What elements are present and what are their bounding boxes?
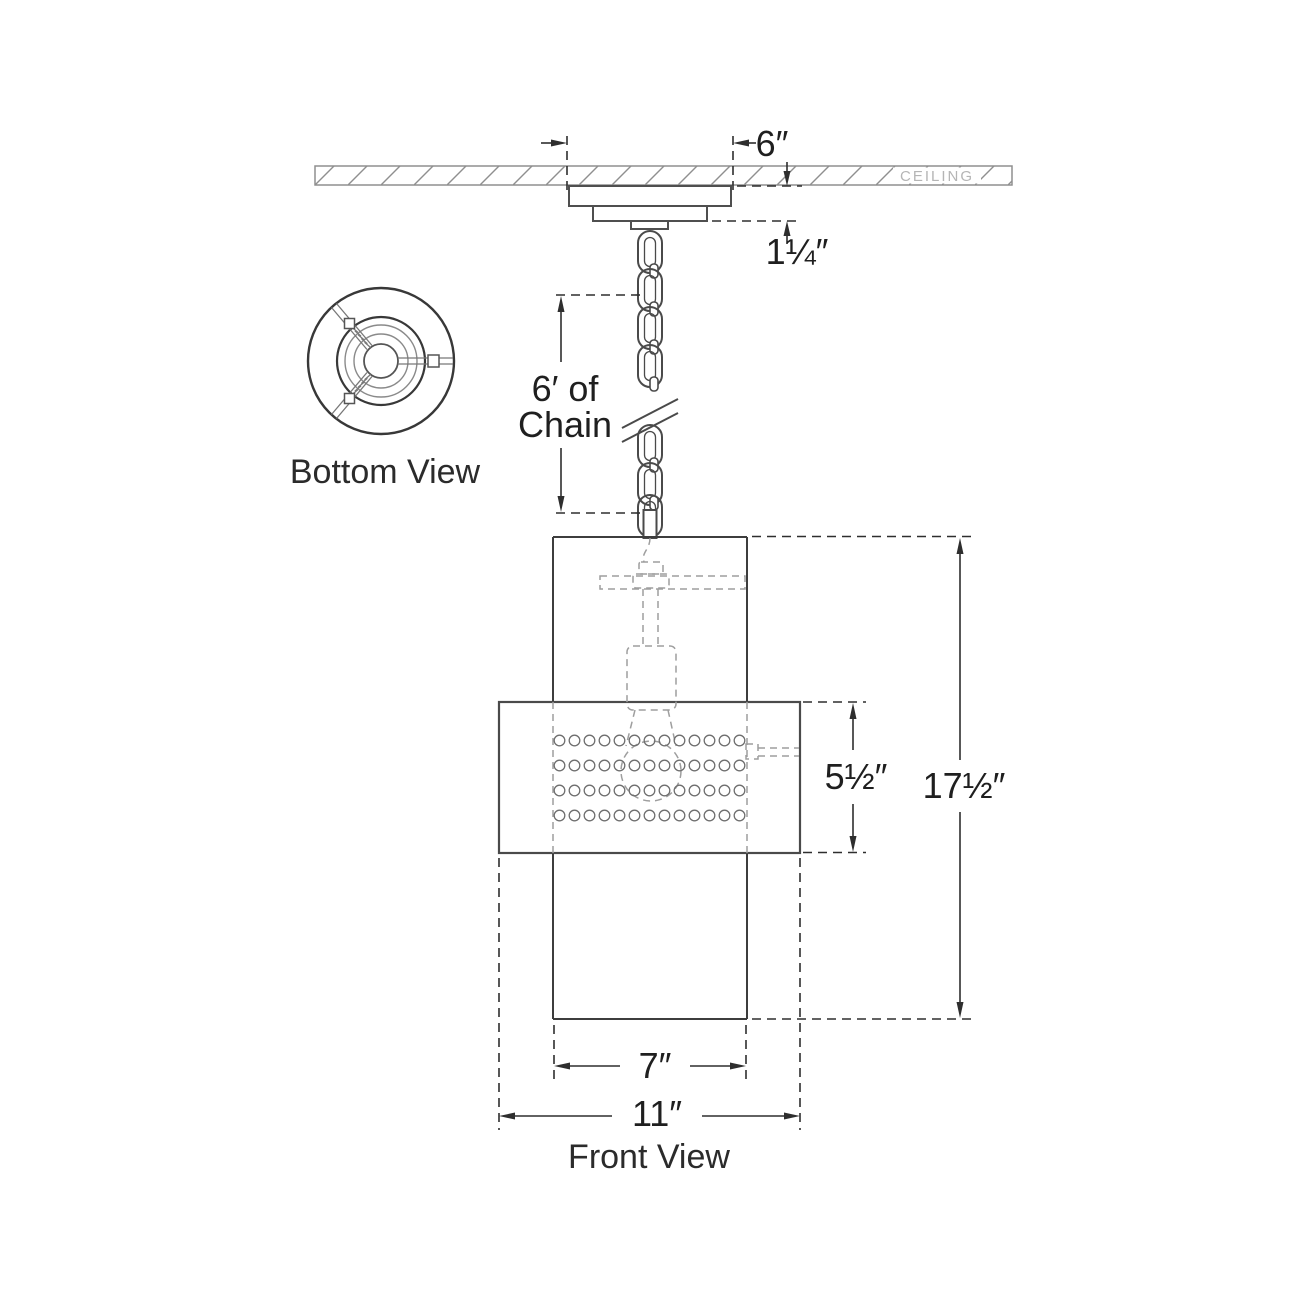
overall-height-label: 17½″ bbox=[923, 765, 1006, 806]
bottom-view-inner-ring-1 bbox=[344, 324, 418, 398]
dimension-chain-length: 6′ of Chain bbox=[518, 294, 646, 514]
hanging-chain bbox=[621, 230, 679, 539]
band-height-label: 5½″ bbox=[825, 756, 888, 797]
bottom-view-center-hub bbox=[363, 343, 399, 379]
dimension-outer-width: 11″ bbox=[498, 858, 801, 1134]
bottom-view-spoke-right bbox=[398, 354, 453, 368]
canopy-width-label: 6″ bbox=[756, 123, 789, 164]
ceiling-section: CEILING bbox=[314, 165, 1013, 186]
bottom-view-band-ring bbox=[335, 315, 427, 407]
canopy-tier bbox=[592, 205, 708, 222]
ceiling-label-gap bbox=[893, 167, 981, 184]
front-view-label: Front View bbox=[568, 1138, 730, 1176]
outer-width-label: 11″ bbox=[632, 1093, 682, 1134]
canopy-collar bbox=[630, 220, 669, 230]
bottom-view-spoke-lower-left bbox=[331, 372, 373, 419]
lamp-socket bbox=[626, 645, 677, 711]
ceiling-label: CEILING bbox=[900, 168, 974, 185]
inner-width-label: 7″ bbox=[639, 1045, 672, 1086]
chain-break-symbol bbox=[621, 398, 679, 443]
perforation-hole-grid bbox=[552, 733, 747, 825]
dimension-overall-height: 17½″ bbox=[752, 535, 1006, 1020]
dimension-inner-width: 7″ bbox=[553, 1025, 747, 1086]
dimension-canopy-width: 6″ bbox=[541, 123, 789, 195]
canopy-plate bbox=[568, 185, 732, 207]
dimension-canopy-height: 1¼″ bbox=[712, 162, 829, 272]
bottom-view-inner-ring-2 bbox=[353, 333, 409, 389]
chain-length-label-line2: Chain bbox=[518, 404, 612, 445]
glass-cylinder bbox=[552, 536, 748, 1020]
ceiling-canopy bbox=[568, 185, 732, 230]
bottom-view-spoke-upper-left bbox=[331, 303, 373, 350]
hanging-hook bbox=[642, 537, 651, 563]
stem-nut-lower bbox=[632, 573, 670, 589]
canopy-height-label: 1¼″ bbox=[766, 231, 829, 272]
chain-length-label-line1: 6′ of bbox=[532, 368, 600, 409]
bottom-view-label: Bottom View bbox=[290, 453, 481, 491]
dimension-band-height: 5½″ bbox=[803, 701, 888, 854]
chain-end-sleeve bbox=[642, 509, 658, 539]
stem-nut-upper bbox=[638, 561, 664, 575]
side-thumbscrew bbox=[745, 743, 799, 760]
bottom-view-diagram: Bottom View bbox=[290, 286, 481, 491]
bottom-view-outer-ring bbox=[306, 286, 456, 436]
mounting-crossbar bbox=[599, 575, 746, 590]
